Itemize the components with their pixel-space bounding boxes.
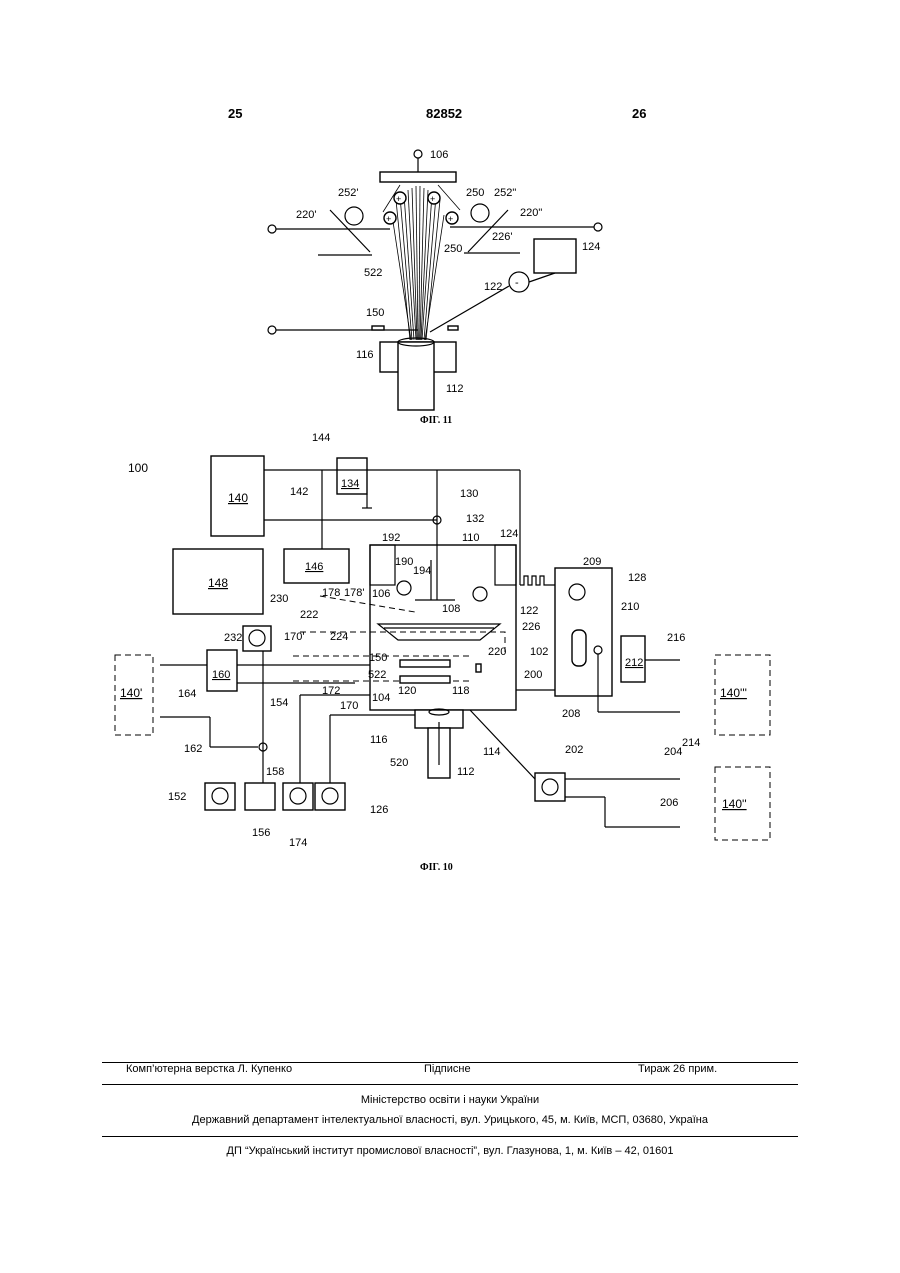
label: 202 [565,744,583,756]
label: 522 [364,267,382,279]
label: 209 [583,556,601,568]
label: 112 [457,766,475,778]
label: 164 [178,688,196,700]
label: 100 [128,461,148,475]
figure-11: + + + + - 106 252' 250 [268,149,602,426]
label: 192 [382,532,400,544]
footer-print-run: Тираж 26 прим. [638,1063,717,1075]
figure-10: 100 144 140 134 142 130 132 192 110 124 … [115,432,770,873]
label: 140 [228,491,248,505]
label: 104 [372,692,390,704]
label: 154 [270,697,288,709]
label: 158 [266,766,284,778]
label: 112 [446,383,464,395]
label: 152 [168,791,186,803]
label: 118 [452,685,470,697]
label: 122 [520,605,538,617]
label: 140'' [722,797,747,811]
label: 134 [341,478,359,490]
label: 210 [621,601,639,613]
label: 226' [492,231,512,243]
label: 224 [330,631,348,643]
label: 520 [390,757,408,769]
footer-department: Державний департамент інтелектуальної вл… [0,1114,900,1126]
label: 116 [356,349,374,361]
label: 156 [252,827,270,839]
label: 178 [322,587,340,599]
label: 162 [184,743,202,755]
label: 252" [494,187,516,199]
label: 130 [460,488,478,500]
svg-text:+: + [396,194,401,204]
label: 190 [395,556,413,568]
label: 250 [444,243,462,255]
label: 220" [520,207,542,219]
label: 160 [212,669,230,681]
label: 220 [488,646,506,658]
figure-11-caption: ФІГ. 11 [420,415,452,426]
label: 122 [484,281,502,293]
label: 222 [300,609,318,621]
label: 106 [430,149,448,161]
label: 226 [522,621,540,633]
label: 170' [284,631,304,643]
label: 110 [462,532,480,544]
label: 230 [270,593,288,605]
footer-rule-bottom [102,1136,798,1137]
label: 144 [312,432,330,444]
label: 116 [370,734,388,746]
label: 124 [500,528,518,540]
label: 140''' [720,686,747,700]
label: 220' [296,209,316,221]
figure-10-caption: ФІГ. 10 [420,862,453,873]
label: 206 [660,797,678,809]
label: 106 [372,588,390,600]
label: 208 [562,708,580,720]
label: 170 [340,700,358,712]
svg-text:+: + [386,214,391,224]
footer-signed: Підписне [424,1063,471,1075]
label: 140' [120,686,142,700]
svg-text:+: + [448,214,453,224]
label: 522 [368,669,386,681]
label: 108 [442,603,460,615]
svg-text:-: - [515,277,519,289]
label: 216 [667,632,685,644]
footer-ministry: Міністерство освіти і науки України [0,1094,900,1106]
label: 252' [338,187,358,199]
label: 200 [524,669,542,681]
label: 132 [466,513,484,525]
label: 102 [530,646,548,658]
label: 148 [208,576,228,590]
label: 174 [289,837,307,849]
label: 178' [344,587,364,599]
footer-rule-middle [102,1084,798,1085]
label: 146 [305,561,323,573]
patent-drawings: + + + + - 106 252' 250 [0,0,900,900]
label: 128 [628,572,646,584]
svg-text:+: + [430,194,435,204]
label: 172 [322,685,340,697]
label: 194 [413,565,431,577]
label: 204 [664,746,682,758]
label: 250 [466,187,484,199]
label: 120 [398,685,416,697]
label: 150 [369,652,387,664]
label: 212 [625,657,643,669]
label: 214 [682,737,700,749]
footer-institute: ДП “Український інститут промислової вла… [0,1145,900,1157]
label: 142 [290,486,308,498]
label: 114 [483,746,501,758]
label: 232 [224,632,242,644]
label: 150 [366,307,384,319]
label: 126 [370,804,388,816]
footer-composer: Комп’ютерна верстка Л. Купенко [126,1063,292,1075]
label: 124 [582,241,600,253]
